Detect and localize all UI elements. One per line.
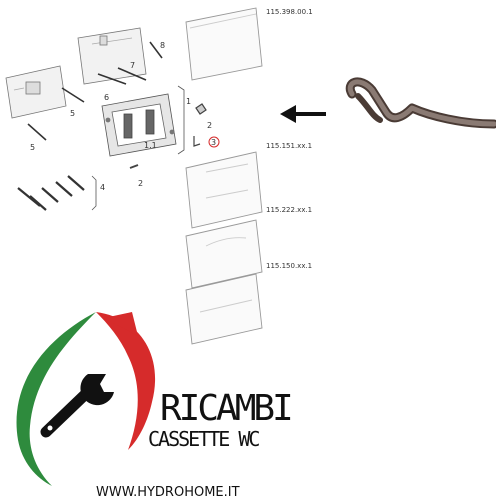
actuator-frame xyxy=(101,93,177,157)
plate-115-398 xyxy=(185,7,263,81)
arrow-left-icon xyxy=(280,105,326,123)
parts-drawing xyxy=(5,27,220,211)
brand-url: WWW.HYDROHOME.IT xyxy=(96,485,240,500)
logo-arc-red xyxy=(96,312,156,450)
callout-5b: 5 xyxy=(30,143,35,152)
plate-115-150 xyxy=(185,273,263,345)
brand-logo: RICAMBI CASSETTE WC WWW.HYDROHOME.IT xyxy=(16,312,294,500)
callout-1: 1 xyxy=(186,97,191,106)
callout-8: 8 xyxy=(160,41,165,50)
brackets xyxy=(129,103,207,169)
mounting-plate-left xyxy=(5,65,67,119)
callout-6: 6 xyxy=(104,93,109,102)
brand-line2: CASSETTE WC xyxy=(148,427,259,451)
callout-5a: 5 xyxy=(70,109,75,118)
callout-4: 4 xyxy=(100,183,105,192)
wrench-icon xyxy=(40,374,114,438)
callout-1-1: 1.1 xyxy=(144,141,157,150)
spring-clip-icon xyxy=(345,77,496,129)
logo-arc-green xyxy=(16,312,96,486)
brand-line1: RICAMBI xyxy=(160,388,291,429)
plate-115-151 xyxy=(185,151,263,229)
mounting-plate-top xyxy=(77,27,147,85)
callout-3: 3 xyxy=(211,138,216,147)
part-code-3: 115.222.xx.1 xyxy=(266,206,312,214)
part-code-1: 115.398.00.1 xyxy=(266,8,313,16)
part-code-2: 115.151.xx.1 xyxy=(266,142,312,150)
bolts-set-4 xyxy=(17,175,85,211)
callout-2b: 2 xyxy=(138,179,143,188)
callout-7: 7 xyxy=(130,61,135,70)
callout-labels: 1 1.1 2 2 3 4 5 5 6 7 8 xyxy=(30,41,216,192)
part-codes: 115.398.00.1 115.151.xx.1 115.222.xx.1 1… xyxy=(266,8,313,270)
callout-2a: 2 xyxy=(207,121,212,130)
part-code-4: 115.150.xx.1 xyxy=(266,262,312,270)
rods xyxy=(97,41,163,85)
plate-115-222 xyxy=(185,219,263,289)
flush-plates xyxy=(185,7,263,345)
screws-5 xyxy=(27,87,85,141)
